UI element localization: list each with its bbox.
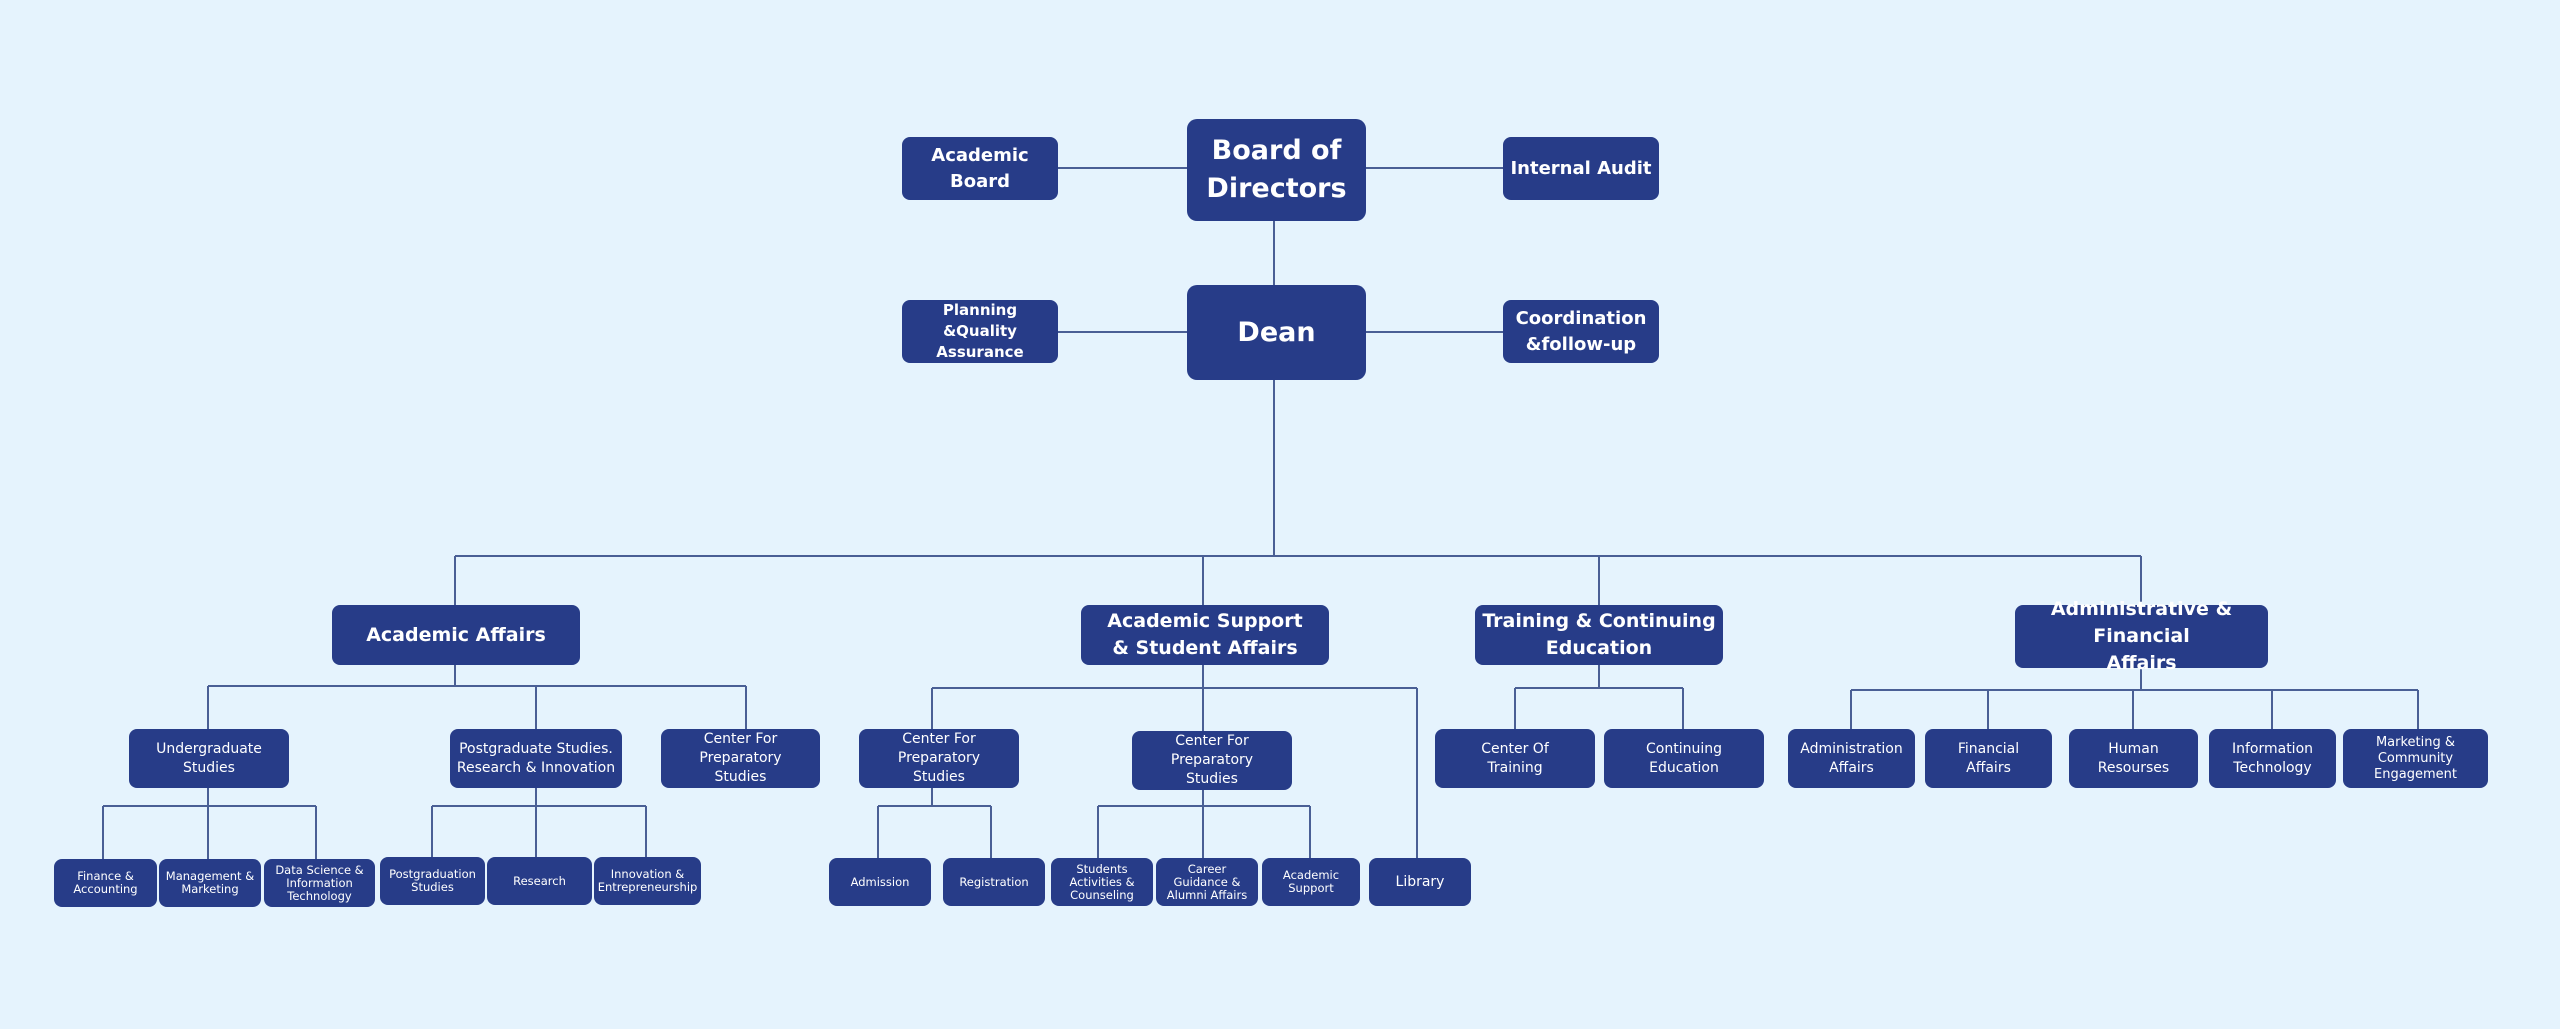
node-continuing-education: Continuing Education [1604,729,1764,788]
node-academic-affairs: Academic Affairs [332,605,580,665]
node-postgraduation-studies: Postgraduation Studies [380,857,485,905]
node-center-preparatory-studies-a: Center For Preparatory Studies [661,729,820,788]
node-career-guidance-alumni: Career Guidance & Alumni Affairs [1156,858,1258,906]
node-training-continuing-education: Training & Continuing Education [1475,605,1723,665]
node-center-preparatory-studies-b: Center For Preparatory Studies [859,729,1019,788]
node-innovation-entrepreneurship: Innovation & Entrepreneurship [594,857,701,905]
node-finance-accounting: Finance & Accounting [54,859,157,907]
node-board-of-directors: Board of Directors [1187,119,1366,221]
node-center-preparatory-studies-c: Center For Preparatory Studies [1132,731,1292,790]
node-academic-support-student-affairs: Academic Support & Student Affairs [1081,605,1329,665]
node-management-marketing: Management & Marketing [159,859,261,907]
node-center-of-training: Center Of Training [1435,729,1595,788]
node-postgraduate-research-innovation: Postgraduate Studies. Research & Innovat… [450,729,622,788]
node-administration-affairs: Administration Affairs [1788,729,1915,788]
node-admission: Admission [829,858,931,906]
node-administrative-financial-affairs: Administrative & Financial Affairs [2015,598,2268,674]
node-library: Library [1369,858,1471,906]
node-coordination: Coordination &follow-up [1503,300,1659,363]
node-undergraduate-studies: Undergraduate Studies [129,729,289,788]
node-academic-board: Academic Board [902,137,1058,200]
node-information-technology: Information Technology [2209,729,2336,788]
node-internal-audit: Internal Audit [1503,137,1659,200]
node-registration: Registration [943,858,1045,906]
node-academic-support-unit: Academic Support [1262,858,1360,906]
node-research: Research [487,857,592,905]
node-marketing-community-engagement: Marketing & Community Engagement [2343,729,2488,788]
node-dean: Dean [1187,285,1366,380]
node-planning-quality: Planning &Quality Assurance [902,300,1058,363]
node-human-resources: Human Resourses [2069,729,2198,788]
node-financial-affairs: Financial Affairs [1925,729,2052,788]
node-data-science-it: Data Science & Information Technology [264,859,375,907]
node-students-activities-counseling: Students Activities & Counseling [1051,858,1153,906]
